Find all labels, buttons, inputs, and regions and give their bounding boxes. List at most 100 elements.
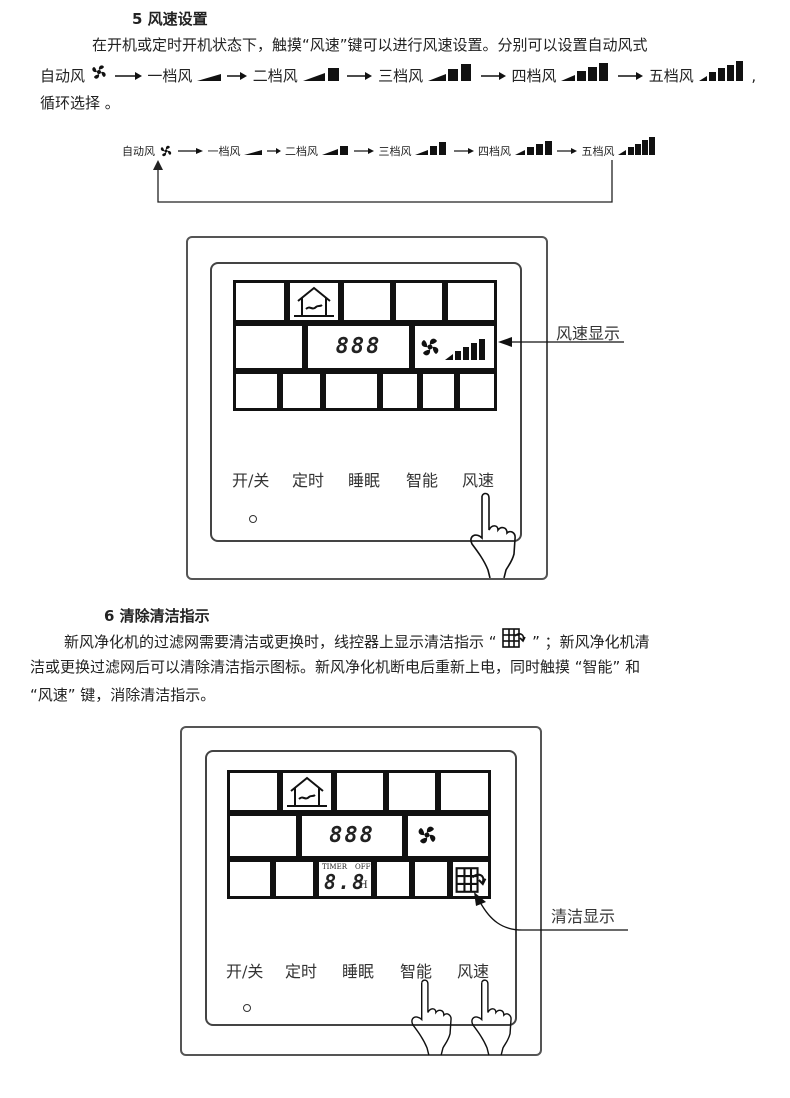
seq-speed3: 三档风 [378, 67, 424, 85]
cycle-auto: 自动风 [122, 145, 155, 158]
fan-speed-bars-icon [415, 142, 449, 155]
arrow-icon [479, 71, 507, 81]
callout-clean-display: 清洁显示 [551, 907, 616, 926]
fan-speed-bars-icon [427, 63, 474, 81]
lcd-cell [412, 859, 450, 899]
lcd-cell [227, 813, 299, 859]
arrow-icon [266, 147, 282, 155]
fan-speed-bars-icon [698, 61, 747, 81]
cycle-loop-arrow [153, 160, 613, 203]
fan-icon [90, 63, 108, 90]
house-icon [294, 286, 334, 317]
lcd-cell [227, 770, 280, 813]
power-button[interactable]: 开/关 [232, 471, 270, 490]
seq-speed5: 五档风 [648, 67, 694, 85]
cycle-speed4: 四档风 [478, 145, 511, 158]
cycle-speed5: 五档风 [581, 145, 615, 158]
lcd-cell [233, 323, 305, 371]
timer-label: TIMER [322, 863, 347, 871]
lcd-timer-cell: TIMER OFF 8.8 H [316, 859, 374, 899]
callout-arrow-1 [498, 337, 624, 347]
lcd-cell [445, 280, 497, 323]
timer-button[interactable]: 定时 [285, 962, 318, 981]
arrow-icon [113, 71, 143, 81]
fan-speed-bars-icon [197, 69, 222, 81]
cycle-diagram: 自动风 一档风 二档风 三档风 四档风 五档风 [122, 137, 656, 161]
lcd-cell [457, 371, 497, 411]
section5-para-line3: 循环选择 。 [40, 94, 120, 112]
arrow-icon [616, 71, 644, 81]
lcd-digits: 888 [329, 823, 375, 848]
fan-speed-bars-icon [618, 137, 656, 155]
lcd-cell [323, 371, 380, 411]
arrow-icon [353, 147, 375, 155]
speed-sequence-line: 自动风 一档风 二档风 三档风 四档风 五档风 , [40, 61, 756, 90]
timer-button[interactable]: 定时 [292, 471, 325, 490]
seq-end: , [751, 67, 757, 85]
power-button[interactable]: 开/关 [226, 962, 264, 981]
callout-arrow-2 [474, 892, 628, 931]
fan-speed-bars-icon [244, 147, 262, 155]
lcd-fan-speed-cell [412, 323, 497, 371]
hand-touch-icon [471, 979, 512, 1056]
lcd-fan-cell [405, 813, 491, 859]
lcd-cell [280, 371, 323, 411]
indicator-led [249, 515, 257, 523]
lcd-filter-cell [450, 859, 491, 899]
lcd-cell [341, 280, 393, 323]
arrow-icon [176, 147, 204, 155]
hand-touch-icon [411, 979, 452, 1056]
arrow-icon [226, 71, 248, 81]
timer-digits: 8.8 [324, 870, 367, 894]
indicator-led [243, 1004, 251, 1012]
section6-heading: 6 清除清洁指示 [104, 607, 210, 625]
seq-auto: 自动风 [40, 67, 86, 85]
lcd-digits: 888 [335, 334, 382, 359]
lcd-cell [233, 371, 280, 411]
panel2-screen-frame [205, 750, 517, 1026]
fan-speed-bars-icon [514, 141, 553, 155]
smart-button[interactable]: 智能 [400, 962, 433, 981]
arrow-icon [556, 147, 578, 155]
filter-clean-icon [501, 626, 527, 659]
sleep-button[interactable]: 睡眠 [342, 962, 375, 981]
fan-speed-bars-icon [302, 65, 341, 81]
lcd-cell [393, 280, 445, 323]
hand-touch-icon [470, 492, 516, 578]
lcd-digits-cell: 888 [305, 323, 412, 371]
seq-speed4: 四档风 [511, 67, 557, 85]
off-label: OFF [355, 863, 371, 871]
cycle-speed1: 一档风 [207, 145, 241, 158]
lcd-digits-cell: 888 [299, 813, 405, 859]
section6-para-line2: 洁或更换过滤网后可以清除清洁指示图标。新风净化机断电后重新上电，同时触摸 “智能… [30, 658, 641, 676]
lcd-cell-house [280, 770, 334, 813]
panel1-screen-frame [210, 262, 522, 542]
cycle-speed2: 二档风 [285, 145, 318, 158]
seq-speed1: 一档风 [147, 67, 193, 85]
section6-para-line1a: 新风净化机的过滤网需要清洁或更换时，线控器上显示清洁指示 “ [64, 633, 497, 651]
filter-clean-icon [455, 867, 487, 893]
lcd-cell [380, 371, 420, 411]
lcd-cell [438, 770, 491, 813]
section6-para-line1: 新风净化机的过滤网需要清洁或更换时，线控器上显示清洁指示 “ ” ；新风净化机清 [64, 626, 650, 659]
smart-button[interactable]: 智能 [406, 471, 439, 490]
lcd-cell [334, 770, 386, 813]
fan-icon [418, 826, 436, 844]
lcd-cell [273, 859, 316, 899]
seq-speed2: 二档风 [252, 67, 298, 85]
lcd-cell [227, 859, 273, 899]
lcd-cell [374, 859, 412, 899]
lcd-cell-house [287, 280, 341, 323]
lcd-cell [420, 371, 457, 411]
section5-heading: 5 风速设置 [132, 10, 208, 28]
fan-speed-button[interactable]: 风速 [457, 962, 490, 981]
section6-para-line1b: ” ；新风净化机清 [532, 633, 650, 651]
callout-fan-speed-display: 风速显示 [556, 324, 621, 343]
sleep-button[interactable]: 睡眠 [348, 471, 381, 490]
section5-para-line1: 在开机或定时开机状态下，触摸“风速”键可以进行风速设置。分别可以设置自动风式 [92, 36, 648, 54]
fan-speed-button[interactable]: 风速 [462, 471, 495, 490]
fan-speed-bars-icon [561, 63, 611, 81]
arrow-icon [453, 147, 475, 155]
cycle-speed3: 三档风 [378, 145, 412, 158]
house-icon [287, 776, 327, 807]
